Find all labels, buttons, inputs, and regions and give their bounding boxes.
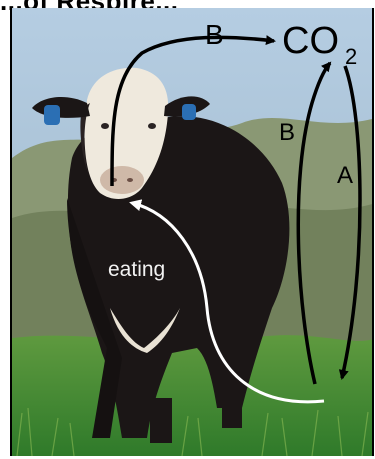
grass [12, 335, 372, 456]
label-co2: CO [282, 20, 339, 62]
cow [32, 67, 290, 443]
grass-blades [16, 407, 369, 456]
cow-leg-left [67, 198, 122, 438]
cow-leg-back [222, 388, 242, 428]
label-co2-subscript: 2 [345, 44, 357, 69]
label-b-top: B [205, 19, 224, 50]
arrow-b-to-co2 [110, 35, 276, 187]
chest-patch [110, 308, 180, 353]
diagram-frame: B CO 2 B A eating [10, 8, 374, 456]
cow-face [84, 67, 169, 200]
label-b-right: B [279, 119, 295, 146]
ear-tag-left [44, 105, 60, 125]
label-a-right: A [337, 162, 353, 189]
label-eating: eating [108, 258, 165, 281]
cow-photo-diagram: B CO 2 B A eating [12, 8, 372, 456]
eye-right [148, 123, 156, 129]
cow-leg-front [150, 398, 172, 443]
muzzle [100, 166, 144, 194]
ear-tag-right [182, 104, 196, 120]
nostril-right [127, 178, 133, 182]
arrow-eating [129, 199, 325, 404]
arrow-a-co2-to-grass [338, 65, 362, 380]
eye-left [101, 123, 109, 129]
arrow-b-grass-to-co2 [296, 61, 332, 385]
face-shadow-left [80, 103, 90, 173]
